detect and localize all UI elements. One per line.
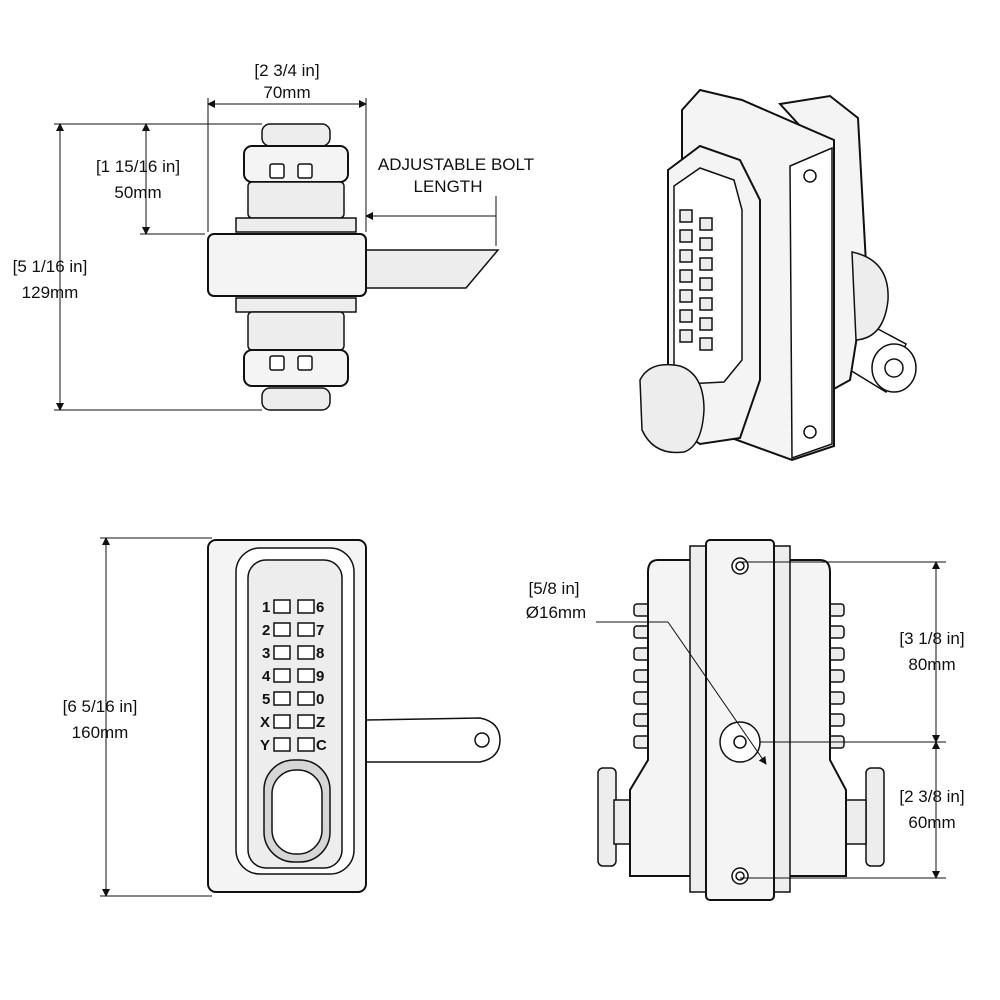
bolt-label-line-1: ADJUSTABLE BOLT: [378, 155, 534, 174]
key-label-left: 2: [262, 622, 270, 639]
key-label-left: 1: [262, 599, 270, 616]
top-view: [2 3/4 in] 70mm [5 1/16 in] 129mm [1 15/…: [13, 61, 534, 411]
key-button: [273, 645, 291, 660]
front-knob-face: [271, 769, 323, 855]
iso-back-knob: [851, 251, 889, 341]
back-lower-inch-label: [2 3/8 in]: [899, 787, 964, 806]
top-upper-tab-left: [269, 163, 285, 179]
key-label-right: 8: [316, 645, 324, 662]
upper-mm-label: 50mm: [114, 183, 161, 202]
iso-keypad-buttons: [679, 209, 713, 351]
key-button: [297, 714, 315, 729]
top-upper-housing: [243, 145, 349, 183]
key-button: [297, 622, 315, 637]
iso-key: [679, 289, 693, 303]
key-button: [273, 737, 291, 752]
iso-key: [699, 297, 713, 311]
key-label-left: 5: [262, 691, 270, 708]
key-button: [297, 668, 315, 683]
height-inch-label: [5 1/16 in]: [13, 257, 88, 276]
back-spindle-hole: [733, 735, 747, 749]
key-label-left: Y: [260, 737, 270, 754]
front-bolt: [365, 717, 501, 763]
key-button: [297, 691, 315, 706]
key-button: [273, 691, 291, 706]
hole-mm-label: Ø16mm: [526, 603, 586, 622]
front-bolt-hole: [474, 732, 490, 748]
key-button: [273, 668, 291, 683]
top-knob-cap: [261, 123, 331, 147]
key-label-left: 4: [262, 668, 271, 685]
back-screw-top-inner: [735, 561, 745, 571]
key-label-left: 3: [262, 645, 270, 662]
key-button: [273, 622, 291, 637]
back-side-teeth-right: [827, 603, 845, 749]
hole-inch-label: [5/8 in]: [528, 579, 579, 598]
back-faceplate: [705, 539, 775, 901]
back-right-knob-stem: [845, 799, 867, 845]
iso-bolt-hole: [884, 358, 904, 378]
top-upper-block: [247, 181, 345, 219]
isometric-view: [639, 88, 917, 462]
back-lower-mm-label: 60mm: [908, 813, 955, 832]
bottom-knob-cap: [261, 387, 331, 411]
key-label-right: 0: [316, 691, 324, 708]
iso-key: [699, 317, 713, 331]
back-view: [5/8 in] Ø16mm [3 1/8 in] 80mm [2 3/8 in…: [526, 539, 965, 901]
top-lower-tab-right: [297, 355, 313, 371]
iso-key: [679, 209, 693, 223]
iso-key: [699, 237, 713, 251]
top-lower-tab-left: [269, 355, 285, 371]
iso-screw-bottom: [803, 425, 817, 439]
top-bolt: [365, 249, 500, 289]
width-inch-label: [2 3/4 in]: [254, 61, 319, 80]
back-upper-inch-label: [3 1/8 in]: [899, 629, 964, 648]
front-keypad: 1 6 2 7 3 8 4 9 5 0 X Z Y: [260, 599, 327, 754]
front-height-inch-label: [6 5/16 in]: [63, 697, 138, 716]
key-label-right: 6: [316, 599, 324, 616]
key-label-left: X: [260, 714, 270, 731]
iso-key: [679, 309, 693, 323]
iso-front-knob: [639, 363, 705, 454]
top-latch-body: [207, 233, 367, 297]
iso-faceplate-side: [789, 146, 833, 460]
iso-key: [679, 249, 693, 263]
key-button: [273, 599, 291, 614]
iso-key: [679, 269, 693, 283]
back-right-knob: [865, 767, 885, 867]
hole-leader-diagonal: [667, 621, 767, 765]
back-screw-bottom-inner: [735, 871, 745, 881]
top-upper-plate: [235, 217, 357, 233]
key-label-right: C: [316, 737, 327, 754]
width-mm-label: 70mm: [263, 83, 310, 102]
key-label-right: 9: [316, 668, 324, 685]
iso-screw-top: [803, 169, 817, 183]
height-mm-label: 129mm: [22, 283, 79, 302]
top-upper-tab-right: [297, 163, 313, 179]
bolt-label-line-2: LENGTH: [414, 177, 483, 196]
key-button: [297, 737, 315, 752]
iso-key: [679, 329, 693, 343]
key-label-right: Z: [316, 714, 325, 731]
front-view: [6 5/16 in] 160mm 1 6 2 7 3 8 4 9: [63, 537, 501, 897]
key-button: [273, 714, 291, 729]
iso-key: [699, 217, 713, 231]
iso-key: [699, 277, 713, 291]
iso-key: [699, 257, 713, 271]
top-lower-housing: [243, 349, 349, 387]
iso-key: [679, 229, 693, 243]
key-button: [297, 645, 315, 660]
top-lower-block: [247, 311, 345, 351]
iso-key: [699, 337, 713, 351]
back-upper-mm-label: 80mm: [908, 655, 955, 674]
upper-inch-label: [1 15/16 in]: [96, 157, 180, 176]
front-height-mm-label: 160mm: [72, 723, 129, 742]
key-button: [297, 599, 315, 614]
top-lower-plate: [235, 297, 357, 313]
key-label-right: 7: [316, 622, 324, 639]
